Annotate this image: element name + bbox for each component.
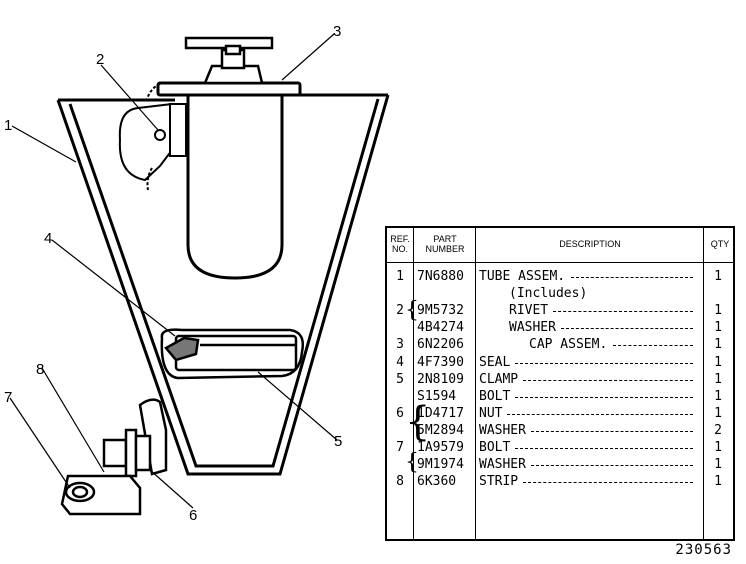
part-number: 2N8109 xyxy=(417,372,464,387)
table-row: (Includes) xyxy=(387,285,733,302)
part-description: WASHER xyxy=(479,423,526,438)
part-number: 9M1974 xyxy=(417,457,464,472)
quantity: 1 xyxy=(714,440,722,455)
dot-leader xyxy=(515,363,693,364)
callout-3: 3 xyxy=(333,23,341,40)
dot-leader xyxy=(531,465,693,466)
part-description: BOLT xyxy=(479,389,511,404)
part-description: RIVET xyxy=(509,303,549,318)
ref-number: 2 xyxy=(396,303,404,318)
part-description: SEAL xyxy=(479,355,511,370)
ref-number: 1 xyxy=(396,269,404,284)
table-row: 4 4F7390 SEAL 1 xyxy=(387,354,733,371)
part-number: S1594 xyxy=(417,389,457,404)
brace-group-2: { xyxy=(405,298,419,323)
quantity: 1 xyxy=(714,269,722,284)
part-description: WASHER xyxy=(479,457,526,472)
seal-and-clamp xyxy=(160,328,304,380)
leader-lines xyxy=(9,33,338,509)
header-desc: DESCRIPTION xyxy=(559,239,621,249)
header-qty: QTY xyxy=(710,239,730,249)
dot-leader xyxy=(561,328,693,329)
quantity: 1 xyxy=(714,355,722,370)
dot-leader xyxy=(523,482,693,483)
quantity: 1 xyxy=(714,337,722,352)
cap-assembly xyxy=(184,36,274,85)
table-row: 3 6N2206 CAP ASSEM. 1 xyxy=(387,336,733,353)
part-number: 6N2206 xyxy=(417,337,464,352)
brace-group-6: { xyxy=(405,399,431,445)
part-number: 7N6880 xyxy=(417,269,464,284)
callout-7: 7 xyxy=(4,389,12,406)
quantity: 1 xyxy=(714,474,722,489)
table-row: S1594 BOLT 1 xyxy=(387,388,733,405)
quantity: 2 xyxy=(714,423,722,438)
tube-assembly xyxy=(156,81,302,280)
dot-leader xyxy=(515,448,693,449)
part-number: 4B4274 xyxy=(417,320,464,335)
callout-6: 6 xyxy=(189,507,197,524)
table-row: 8 6K360 STRIP 1 xyxy=(387,473,733,490)
ref-number: 6 xyxy=(396,406,404,421)
table-row: 4B4274 WASHER 1 xyxy=(387,319,733,336)
quantity: 1 xyxy=(714,372,722,387)
part-description: NUT xyxy=(479,406,503,421)
ref-number: 8 xyxy=(396,474,404,489)
ref-number: 7 xyxy=(396,440,404,455)
ref-number: 5 xyxy=(396,372,404,387)
drawing-number: 230563 xyxy=(675,542,732,558)
part-description: CLAMP xyxy=(479,372,519,387)
part-description: CAP ASSEM. xyxy=(529,337,608,352)
part-description: BOLT xyxy=(479,440,511,455)
callout-8: 8 xyxy=(36,361,44,378)
part-description: TUBE ASSEM. xyxy=(479,269,566,284)
table-row: 6 1D4717 NUT 1 xyxy=(387,405,733,422)
part-number: 1D4717 xyxy=(417,406,464,421)
quantity: 1 xyxy=(714,457,722,472)
header-part: PART NUMBER xyxy=(425,234,465,254)
dot-leader xyxy=(571,277,693,278)
ref-number: 3 xyxy=(396,337,404,352)
dot-leader xyxy=(515,397,693,398)
dot-leader xyxy=(553,311,693,312)
part-number: 4F7390 xyxy=(417,355,464,370)
table-row: 7 1A9579 BOLT 1 xyxy=(387,439,733,456)
dot-leader xyxy=(531,431,693,432)
callout-4: 4 xyxy=(44,230,52,247)
table-row: 2 9M5732 RIVET 1 xyxy=(387,302,733,319)
chain-and-rivet xyxy=(118,83,187,191)
dot-leader xyxy=(613,345,693,346)
ref-number: 4 xyxy=(396,355,404,370)
callout-1: 1 xyxy=(4,117,12,134)
part-description: WASHER xyxy=(509,320,556,335)
header-ref: REF. NO. xyxy=(390,234,410,254)
quantity: 1 xyxy=(714,303,722,318)
table-row: 5 2N8109 CLAMP 1 xyxy=(387,371,733,388)
part-description: (Includes) xyxy=(509,286,588,301)
part-number: 6K360 xyxy=(417,474,457,489)
quantity: 1 xyxy=(714,389,722,404)
quantity: 1 xyxy=(714,320,722,335)
part-number: 1A9579 xyxy=(417,440,464,455)
bracket-strip xyxy=(60,398,168,516)
callout-labels: 1 2 3 4 5 6 7 8 xyxy=(4,23,342,524)
callout-5: 5 xyxy=(334,433,342,450)
callout-2: 2 xyxy=(96,51,104,68)
part-description: STRIP xyxy=(479,474,519,489)
part-number: 9M5732 xyxy=(417,303,464,318)
table-row: 5M2894 WASHER 2 xyxy=(387,422,733,439)
part-number: 5M2894 xyxy=(417,423,464,438)
table-row: 9M1974 WASHER 1 xyxy=(387,456,733,473)
dot-leader xyxy=(523,380,693,381)
quantity: 1 xyxy=(714,406,722,421)
table-row: 1 7N6880 TUBE ASSEM. 1 xyxy=(387,268,733,285)
brace-group-7: { xyxy=(405,450,419,475)
dot-leader xyxy=(507,414,693,415)
